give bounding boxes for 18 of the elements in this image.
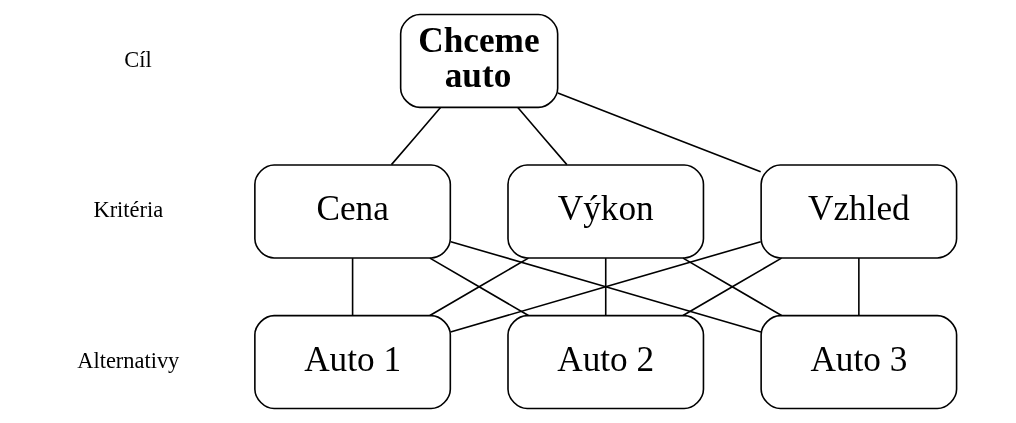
node-box: Chceme auto [399, 13, 559, 109]
node-box: Auto 2 [507, 314, 705, 410]
connector [557, 92, 762, 173]
connector [351, 257, 354, 317]
connector [390, 106, 442, 166]
node-box: Výkon [507, 164, 705, 259]
connector [682, 257, 783, 317]
connector [604, 257, 607, 317]
node-box: Auto 1 [254, 314, 452, 410]
label: Alternativy [77, 348, 180, 374]
connector [858, 257, 860, 317]
label: Kritéria [93, 197, 164, 223]
node-box: Vzhled [760, 164, 958, 259]
connector [429, 257, 530, 317]
label: Cíl [124, 46, 152, 72]
connector [517, 106, 568, 166]
node-box: Auto 3 [760, 314, 958, 410]
node-box: Cena [254, 164, 452, 259]
